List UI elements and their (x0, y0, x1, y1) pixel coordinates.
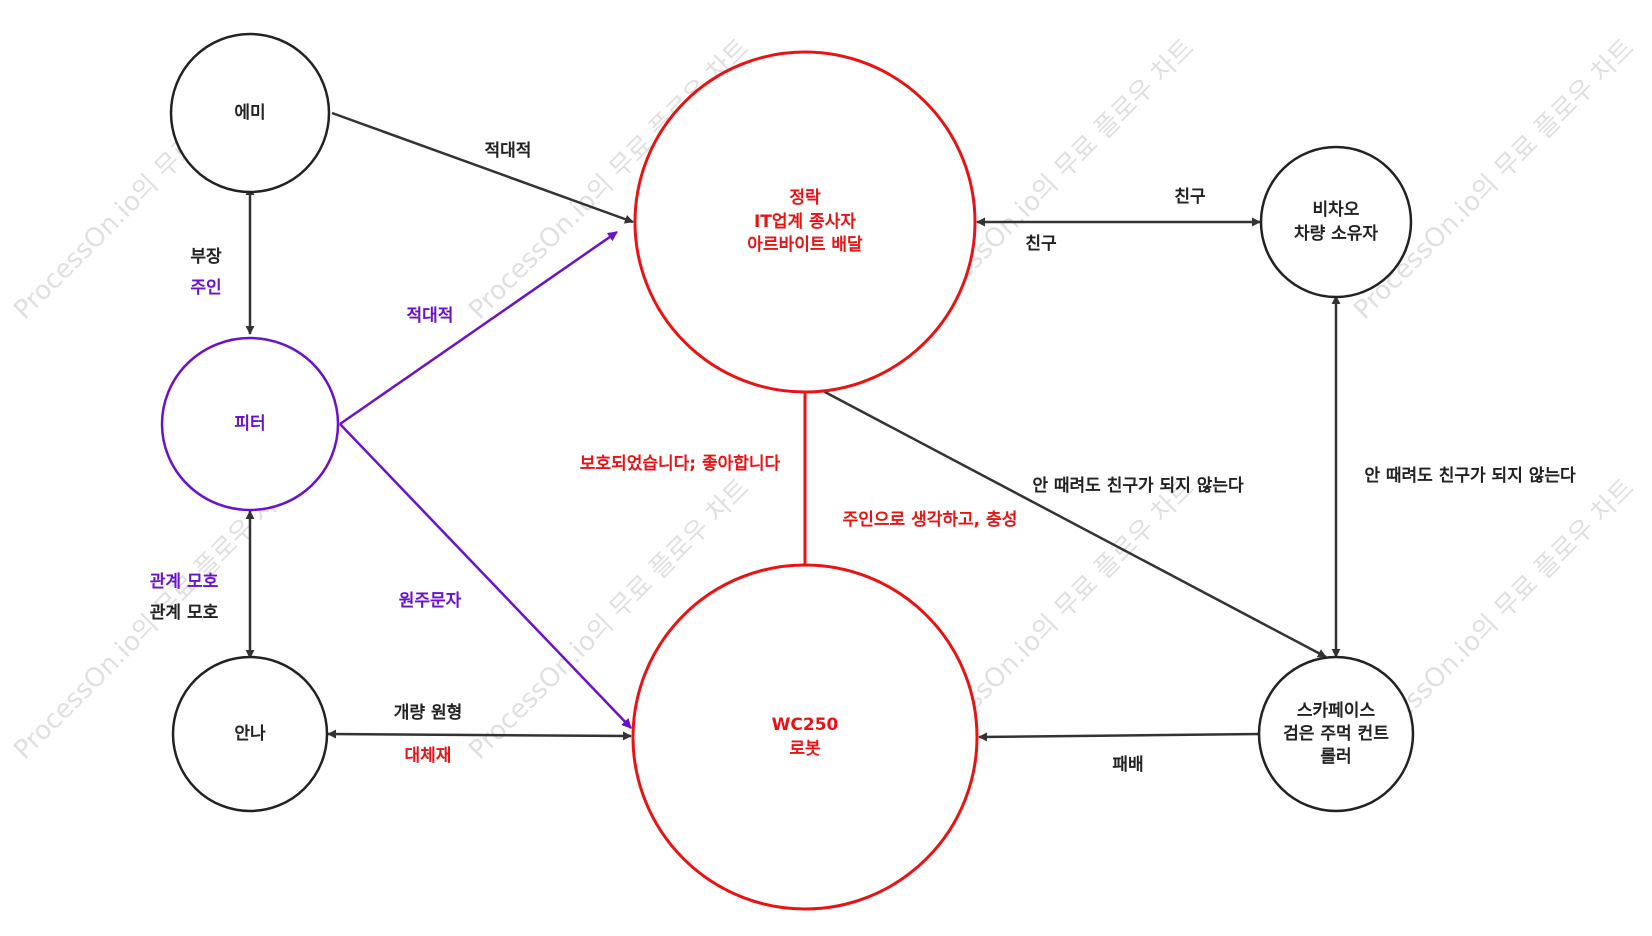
edge-label-jeongrak-bichao-top: 친구 (1174, 187, 1206, 207)
node-skypace-line-3: 롤러 (1320, 747, 1351, 767)
edge-label-peter-anna-bottom: 관계 모호 (150, 603, 219, 623)
node-emi-label: 에미 (234, 103, 265, 123)
node-peter-label: 피터 (234, 414, 265, 434)
edge-label-peter-anna-top: 관계 모호 (150, 572, 219, 592)
node-skypace-line-2: 검은 주먹 컨트 (1283, 724, 1389, 744)
edge-emi-jeongrak (331, 111, 634, 224)
edge-peter-wc250 (339, 423, 632, 729)
edge-label-anna-wc250-bottom: 대체재 (405, 746, 452, 766)
edges (245, 111, 1341, 742)
edge-label-peter-jeongrak: 적대적 (407, 306, 454, 326)
edge-label-jeongrak-wc250-top: 보호되었습니다; 좋아합니다 (580, 453, 781, 474)
node-anna[interactable]: 안나 (171, 655, 329, 813)
node-skypace-line-1: 스카페이스 (1297, 701, 1376, 721)
edge-label-skypace-wc250: 패배 (1112, 755, 1143, 775)
edge-label-anna-wc250-top: 개량 원형 (394, 702, 462, 723)
node-bichao-line-2: 차량 소유자 (1294, 224, 1378, 244)
edge-labels: 적대적 부장 주인 적대적 원주문자 관계 모호 관계 모호 개량 원형 대체재… (150, 141, 1576, 775)
node-jeongrak[interactable]: 정락 IT업계 종사자 아르바이트 배달 (633, 50, 977, 394)
node-peter[interactable]: 피터 (160, 336, 340, 512)
edge-label-emi-peter-bottom: 주인 (190, 278, 221, 298)
node-anna-label: 안나 (234, 724, 266, 744)
edge-anna-wc250 (327, 729, 632, 741)
node-skypace[interactable]: 스카페이스 검은 주먹 컨트 롤러 (1257, 655, 1415, 813)
node-bichao[interactable]: 비차오 차량 소유자 (1259, 145, 1413, 299)
node-wc250-line-1: WC250 (772, 715, 839, 735)
edge-jeongrak-skypace (805, 380, 1327, 659)
edge-label-peter-wc250: 원주문자 (399, 591, 462, 611)
edge-label-jeongrak-wc250-bottom: 주인으로 생각하고, 충성 (843, 510, 1018, 530)
node-jeongrak-line-2: IT업계 종사자 (754, 212, 856, 232)
node-wc250[interactable]: WC250 로봇 (631, 563, 979, 911)
nodes: 에미 정락 IT업계 종사자 아르바이트 배달 비차오 차량 소유자 피터 안나… (160, 32, 1415, 911)
node-emi[interactable]: 에미 (169, 32, 331, 194)
node-bichao-line-1: 비차오 (1313, 200, 1360, 220)
edge-label-jeongrak-skypace: 안 때려도 친구가 되지 않는다 (1032, 476, 1244, 496)
edge-label-emi-jeongrak: 적대적 (485, 141, 532, 161)
edge-peter-jeongrak (339, 230, 618, 426)
edge-label-bichao-skypace: 안 때려도 친구가 되지 않는다 (1364, 466, 1576, 486)
edge-skypace-wc250 (978, 732, 1261, 742)
node-jeongrak-line-1: 정락 (789, 188, 821, 208)
edge-label-emi-peter-top: 부장 (190, 247, 222, 267)
node-wc250-line-2: 로봇 (789, 739, 821, 759)
node-jeongrak-line-3: 아르바이트 배달 (747, 234, 863, 255)
edge-label-jeongrak-bichao-bottom: 친구 (1025, 234, 1057, 254)
